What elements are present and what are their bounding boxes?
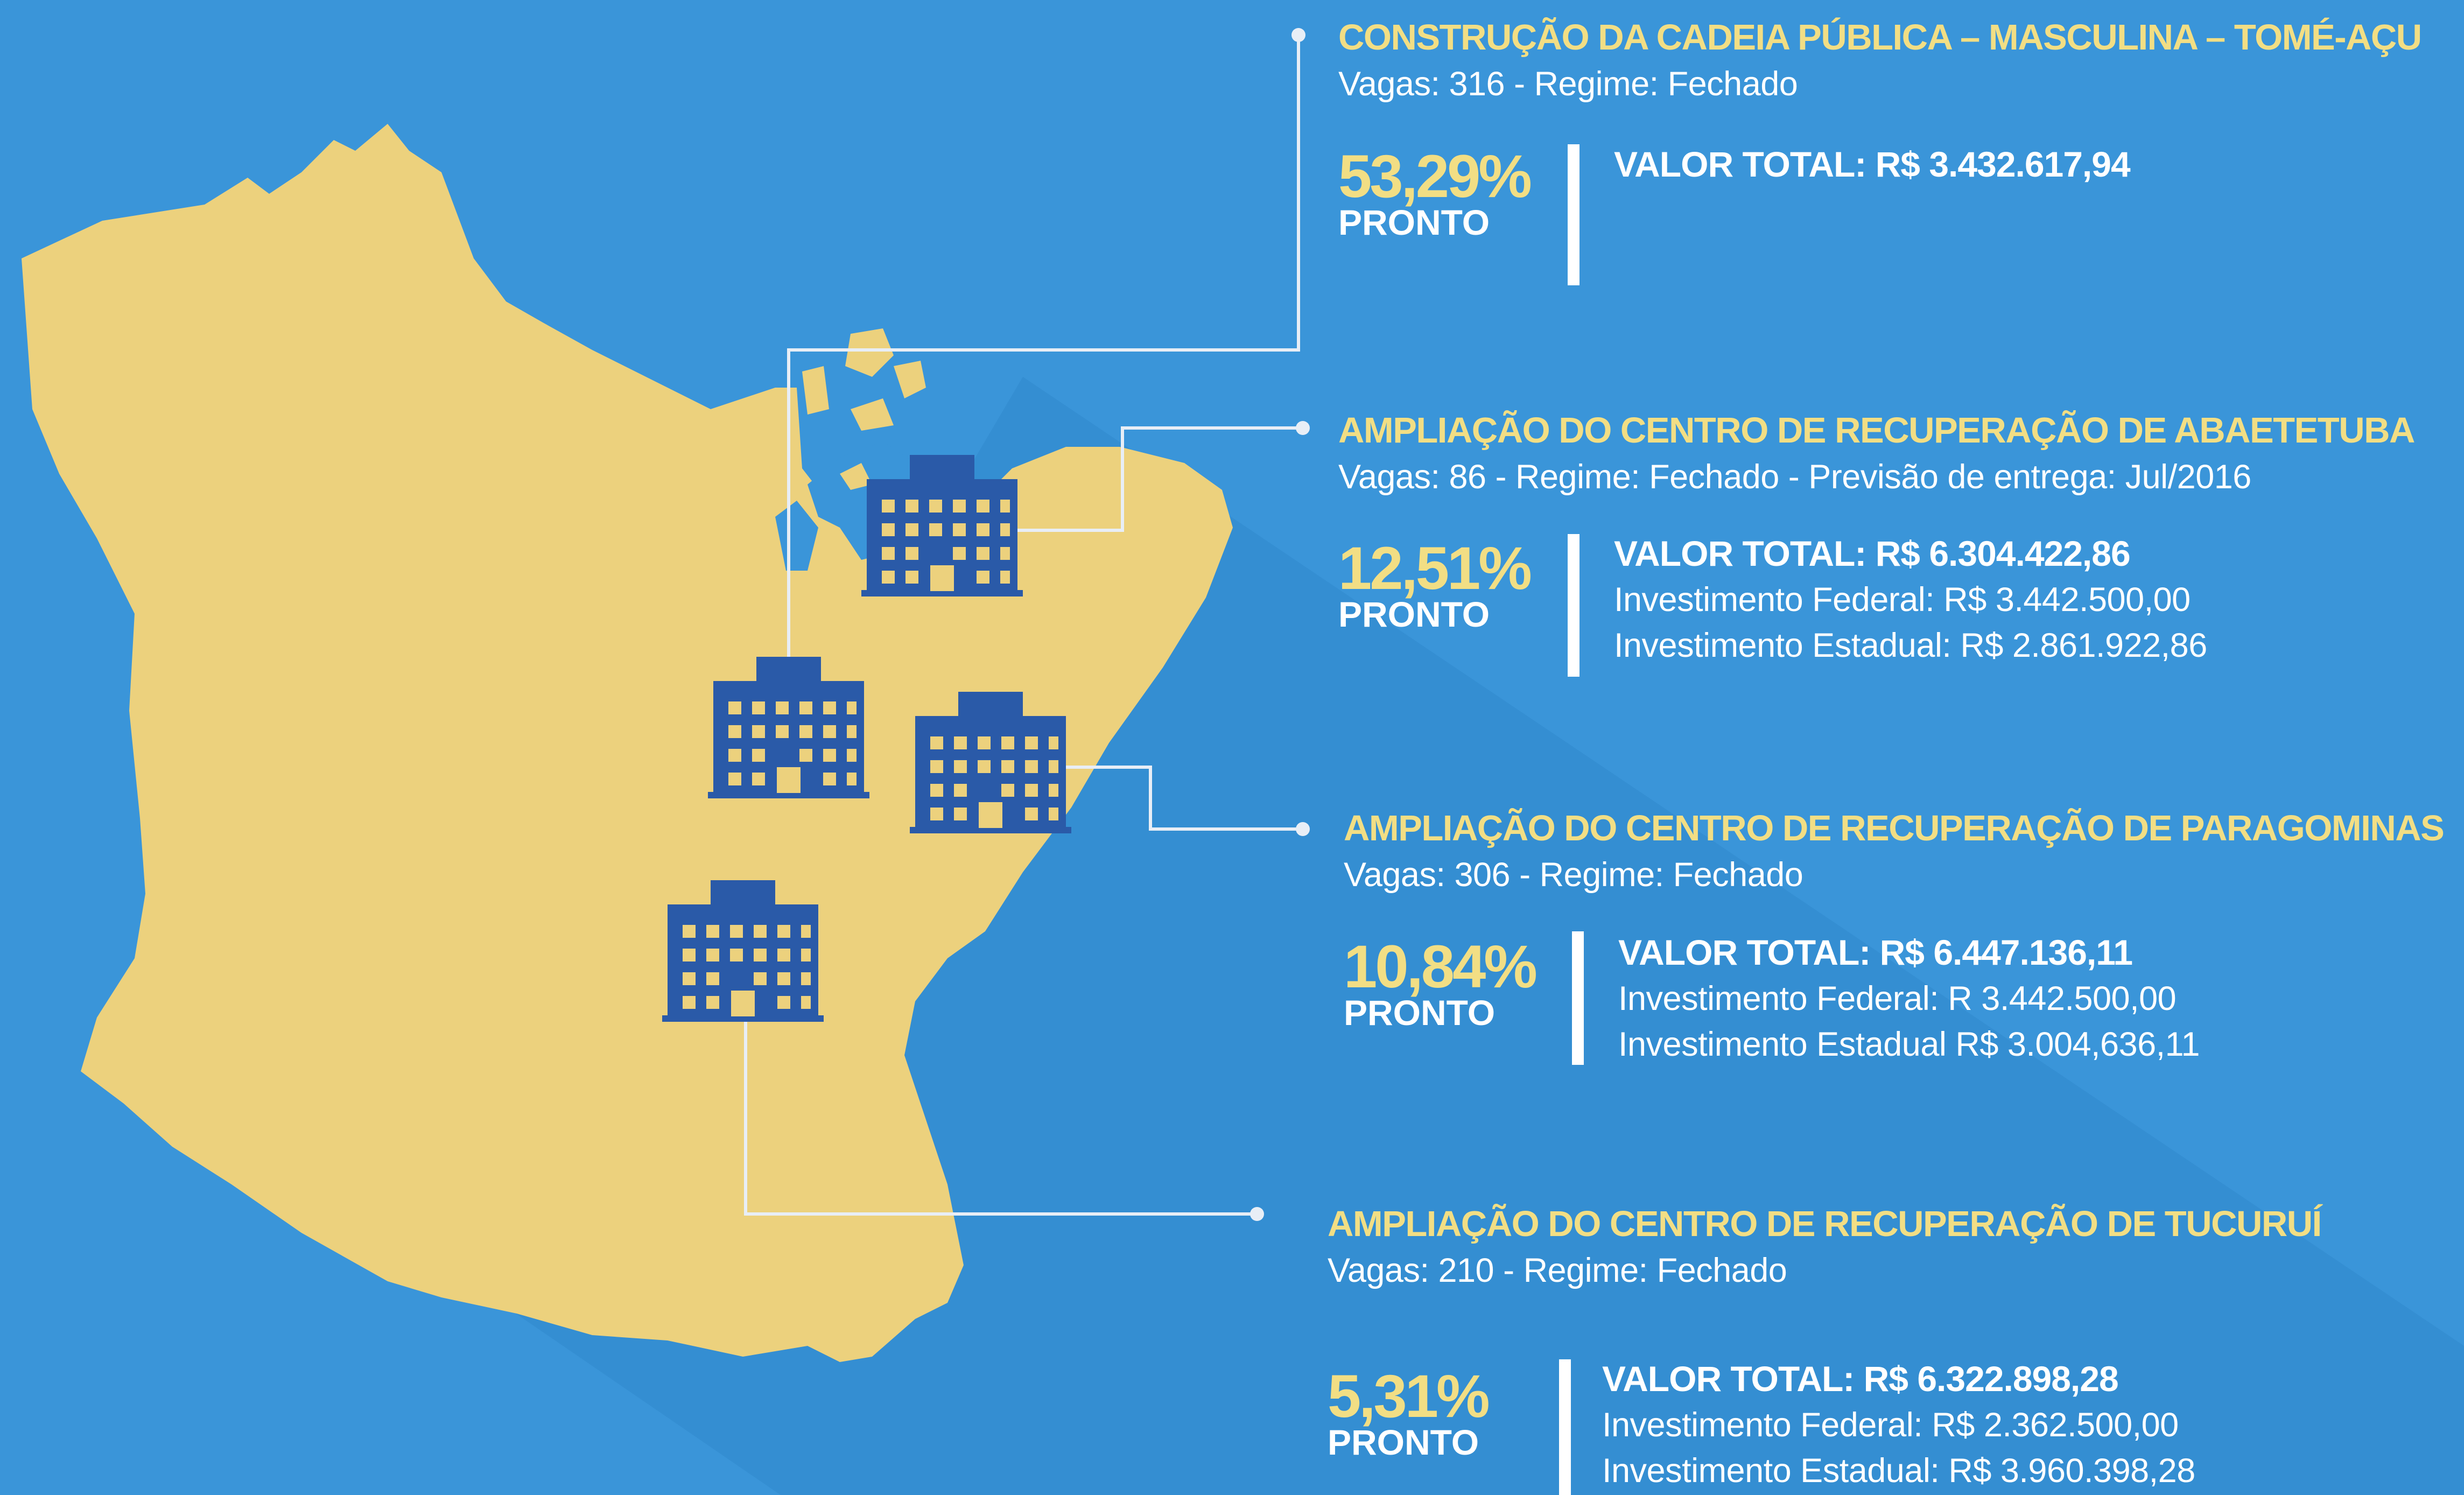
progress-percent: 5,31% [1328, 1363, 1490, 1430]
project-details: Vagas: 86 - Regime: Fechado - Previsão d… [1338, 458, 2251, 496]
investimento-estadual: Investimento Estadual: R$ 2.861.922,86 [1614, 627, 2207, 664]
project-tome-acu: CONSTRUÇÃO DA CADEIA PÚBLICA – MASCULINA… [1338, 17, 2422, 103]
progress-paragominas: 10,84% PRONTO [1344, 933, 1538, 1033]
connector-dot [1296, 822, 1310, 836]
investimento-federal: Investimento Federal: R$ 3.442.500,00 [1614, 581, 2191, 619]
project-title: AMPLIAÇÃO DO CENTRO DE RECUPERAÇÃO DE TU… [1328, 1204, 2322, 1244]
connector-dot [1291, 28, 1305, 42]
divider-bar [1568, 144, 1580, 285]
connector-dot [1250, 1207, 1264, 1221]
values-tome-acu: VALOR TOTAL: R$ 3.432.617,94 [1614, 144, 2131, 184]
project-title: AMPLIAÇÃO DO CENTRO DE RECUPERAÇÃO DE AB… [1338, 410, 2415, 451]
progress-percent: 12,51% [1338, 535, 1532, 602]
divider-bar [1572, 931, 1584, 1065]
progress-tome-acu: 53,29% PRONTO [1338, 143, 1532, 242]
investimento-estadual: Investimento Estadual: R$ 3.960.398,28 [1602, 1452, 2195, 1490]
project-title: AMPLIAÇÃO DO CENTRO DE RECUPERAÇÃO DE PA… [1344, 808, 2445, 848]
connector-dot [1296, 421, 1310, 435]
values-tucurui: VALOR TOTAL: R$ 6.322.898,28 Investiment… [1602, 1361, 2195, 1488]
project-tucurui: AMPLIAÇÃO DO CENTRO DE RECUPERAÇÃO DE TU… [1328, 1204, 2322, 1289]
progress-status: PRONTO [1338, 594, 1490, 634]
investimento-federal: Investimento Federal: R 3.442.500,00 [1618, 980, 2177, 1017]
valor-total: VALOR TOTAL: R$ 6.304.422,86 [1614, 534, 2131, 573]
values-abaetetuba: VALOR TOTAL: R$ 6.304.422,86 Investiment… [1614, 536, 2207, 663]
project-abaetetuba: AMPLIAÇÃO DO CENTRO DE RECUPERAÇÃO DE AB… [1338, 410, 2415, 496]
progress-percent: 10,84% [1344, 933, 1538, 1000]
investimento-federal: Investimento Federal: R$ 2.362.500,00 [1602, 1406, 2179, 1444]
progress-status: PRONTO [1344, 993, 1496, 1033]
project-paragominas: AMPLIAÇÃO DO CENTRO DE RECUPERAÇÃO DE PA… [1344, 808, 2445, 894]
project-title: CONSTRUÇÃO DA CADEIA PÚBLICA – MASCULINA… [1338, 17, 2422, 58]
project-details: Vagas: 316 - Regime: Fechado [1338, 65, 1798, 103]
progress-status: PRONTO [1338, 202, 1490, 242]
progress-abaetetuba: 12,51% PRONTO [1338, 535, 1532, 634]
valor-total: VALOR TOTAL: R$ 3.432.617,94 [1614, 144, 2131, 184]
divider-bar [1559, 1359, 1571, 1495]
divider-bar [1568, 534, 1580, 677]
project-details: Vagas: 210 - Regime: Fechado [1328, 1252, 1787, 1289]
progress-status: PRONTO [1328, 1422, 1479, 1462]
valor-total: VALOR TOTAL: R$ 6.447.136,11 [1618, 932, 2133, 972]
map-state-shape [22, 124, 1233, 1362]
progress-percent: 53,29% [1338, 143, 1532, 210]
progress-tucurui: 5,31% PRONTO [1328, 1363, 1490, 1462]
investimento-estadual: Investimento Estadual R$ 3.004,636,11 [1618, 1026, 2200, 1063]
project-details: Vagas: 306 - Regime: Fechado [1344, 856, 1803, 894]
valor-total: VALOR TOTAL: R$ 6.322.898,28 [1602, 1359, 2119, 1399]
values-paragominas: VALOR TOTAL: R$ 6.447.136,11 Investiment… [1618, 935, 2200, 1062]
